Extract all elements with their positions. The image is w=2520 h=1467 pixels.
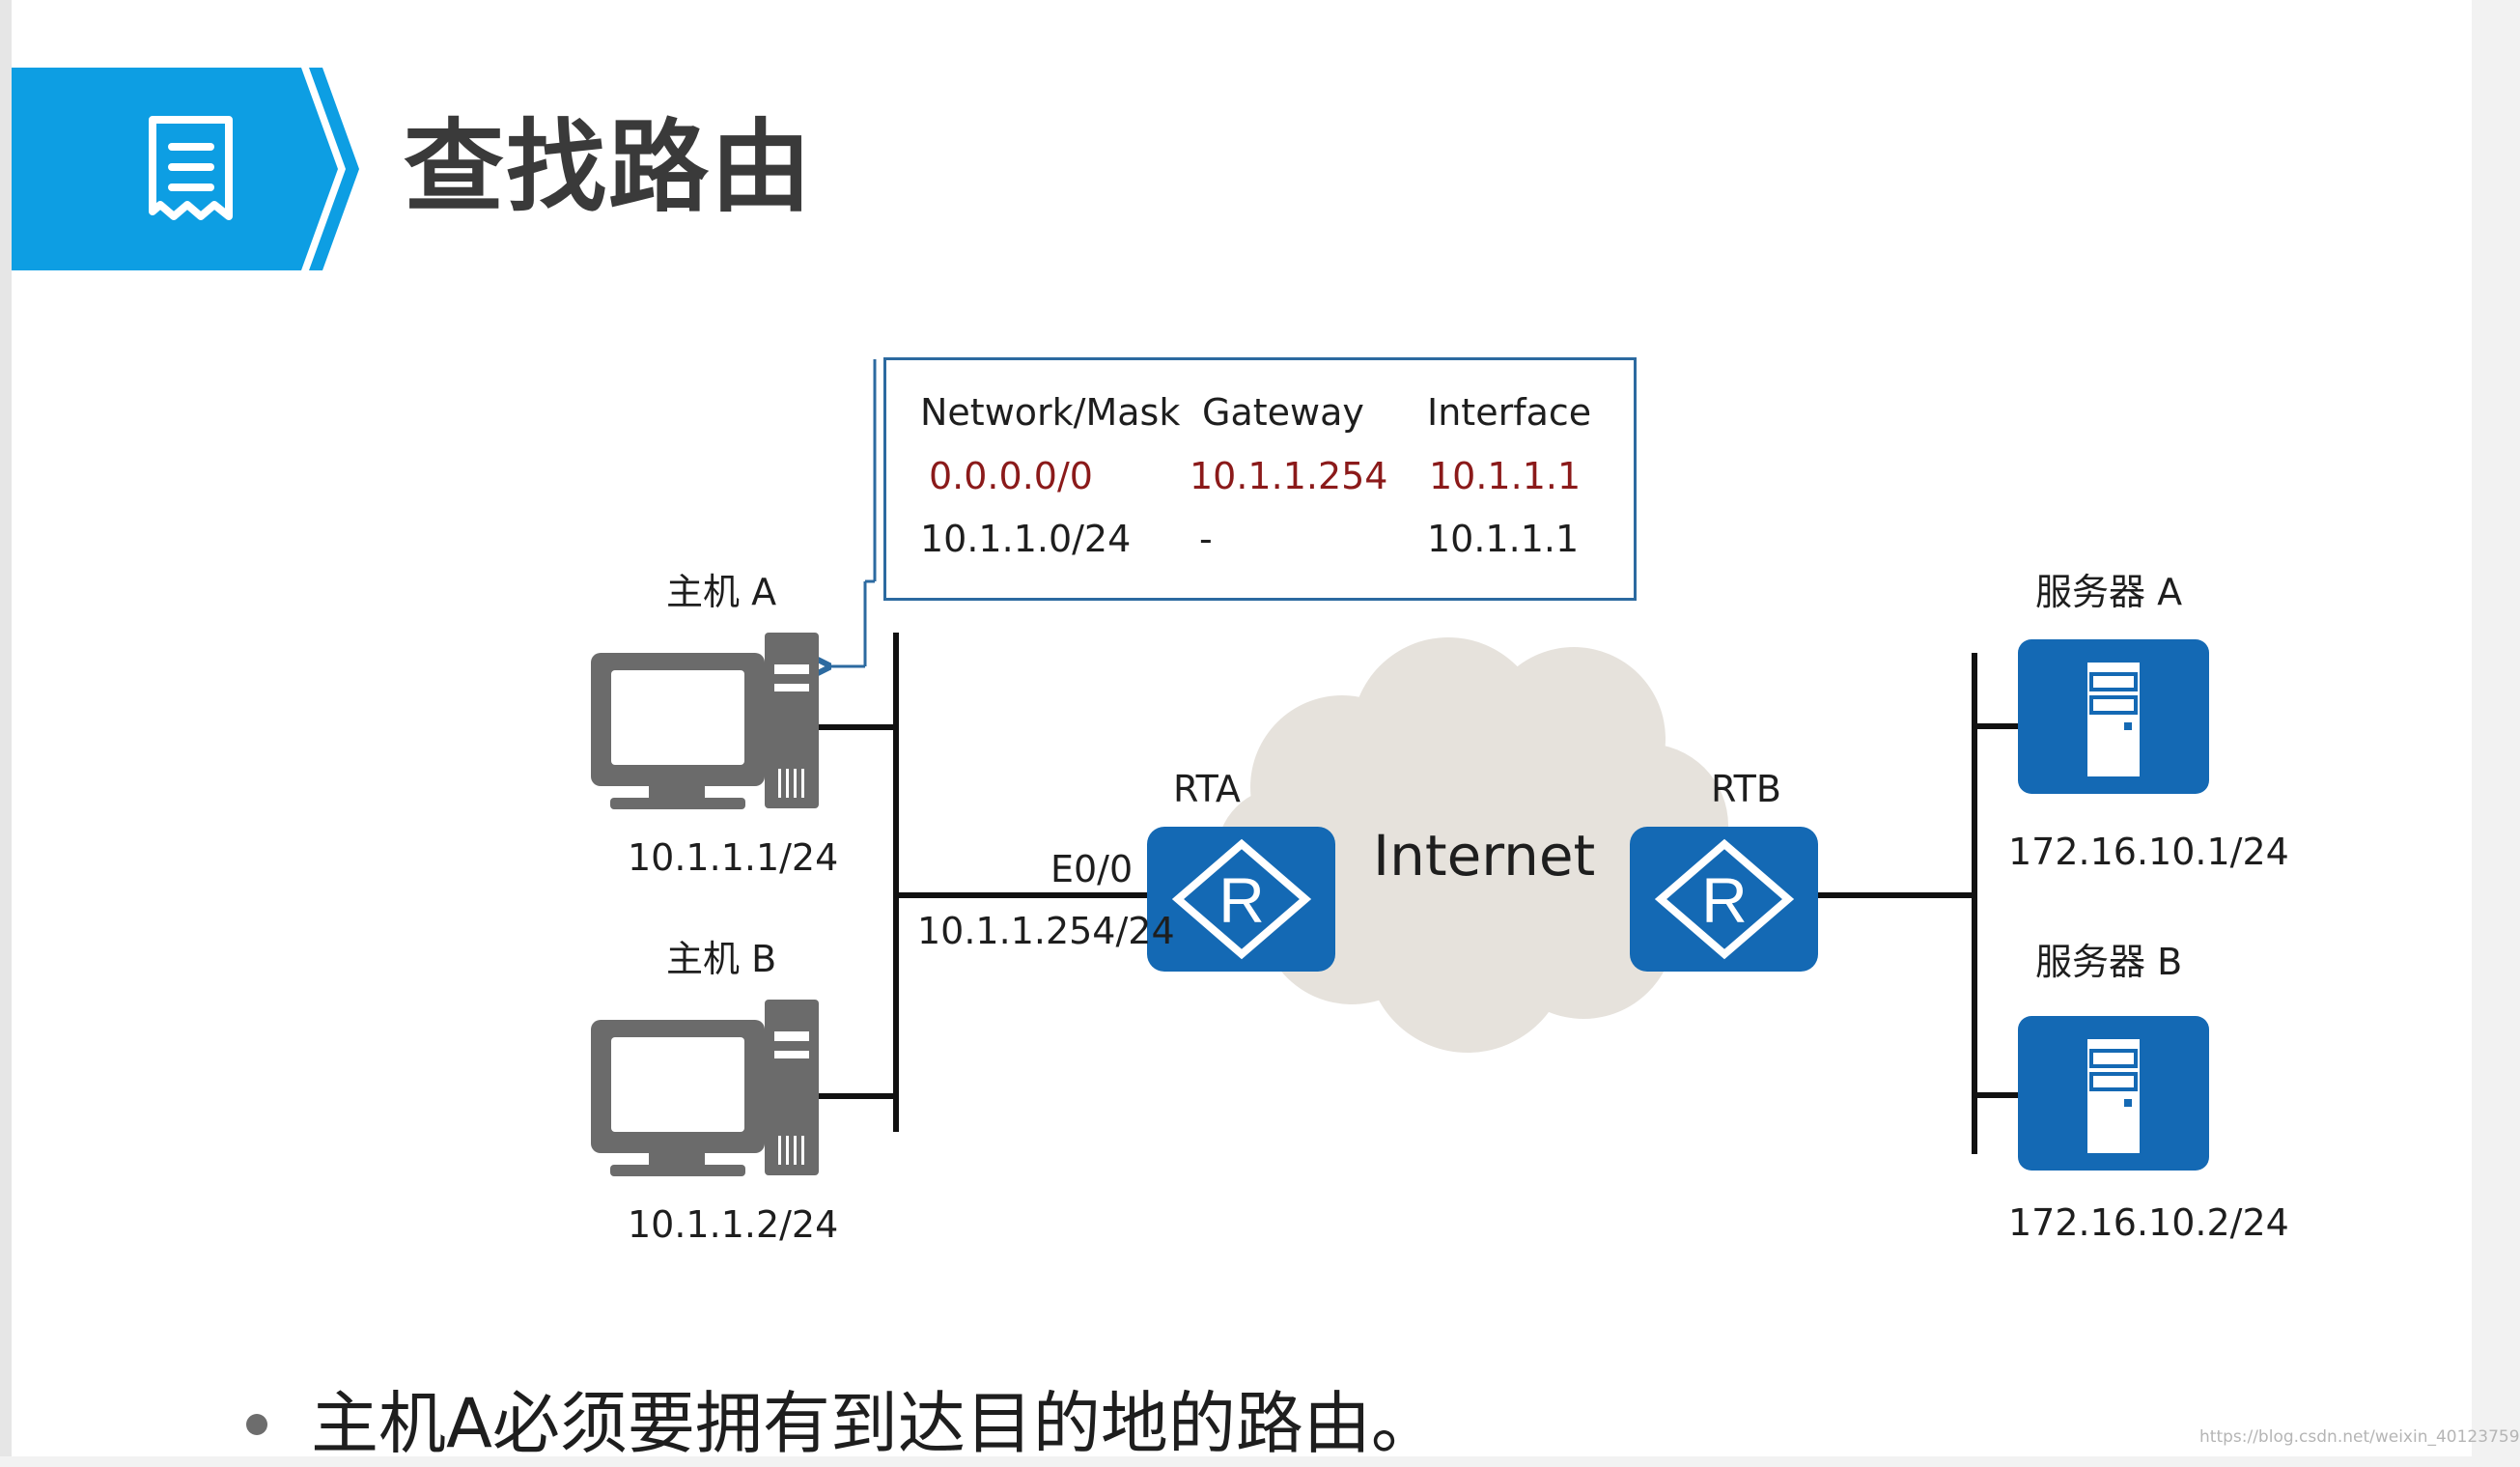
network-diagram: R R (591, 359, 2209, 1176)
server-icon (2018, 639, 2209, 794)
host-b-label: 主机 B (666, 938, 777, 980)
routing-table-cell: 0.0.0.0/0 (929, 455, 1093, 497)
bullet-dot (246, 1414, 267, 1435)
host-a-label: 主机 A (666, 571, 777, 613)
router-icon: R (1630, 827, 1818, 972)
watermark: https://blog.csdn.net/weixin_40123759 (2199, 1427, 2520, 1447)
routing-table-cell: 10.1.1.1 (1427, 518, 1580, 560)
rta-interface-label: E0/0 (1050, 848, 1134, 890)
host-b-ip: 10.1.1.2/24 (628, 1203, 839, 1246)
rta-label: RTA (1173, 768, 1241, 810)
host-a-ip: 10.1.1.1/24 (628, 836, 839, 879)
svg-text:R: R (1218, 864, 1265, 936)
routing-table: Network/Mask Gateway Interface 0.0.0.0/0… (883, 357, 1637, 601)
server-b-ip: 172.16.10.2/24 (2008, 1201, 2289, 1244)
internet-label: Internet (1373, 823, 1596, 889)
bullet-text: 主机A必须要拥有到达目的地的路由。 (311, 1384, 1439, 1463)
computer-icon (591, 1000, 819, 1176)
computer-icon (591, 633, 819, 809)
server-icon (2018, 1016, 2209, 1171)
server-a-label: 服务器 A (2035, 571, 2183, 613)
routing-table-cell: 10.1.1.1 (1429, 455, 1582, 497)
routing-table-cell: 10.1.1.0/24 (920, 518, 1132, 560)
page-title: 查找路由 (404, 108, 814, 226)
rtb-label: RTB (1711, 768, 1781, 810)
left-edge (0, 0, 12, 1456)
lan-right (1817, 653, 2018, 1154)
routing-table-header: Interface (1427, 391, 1592, 434)
lan-left (819, 633, 1147, 1132)
routing-table-cell: 10.1.1.254 (1190, 455, 1388, 497)
callout-leader (826, 359, 877, 666)
router-icon: R (1147, 827, 1335, 972)
rta-ip: 10.1.1.254/24 (917, 910, 1175, 952)
document-icon (149, 116, 233, 220)
svg-text:R: R (1701, 864, 1748, 936)
routing-table-header: Network/Mask (920, 391, 1181, 434)
server-a-ip: 172.16.10.1/24 (2008, 831, 2289, 873)
routing-table-header: Gateway (1202, 391, 1364, 434)
routing-table-cell: - (1199, 518, 1213, 560)
server-b-label: 服务器 B (2035, 941, 2183, 983)
title-chevron (280, 68, 359, 270)
